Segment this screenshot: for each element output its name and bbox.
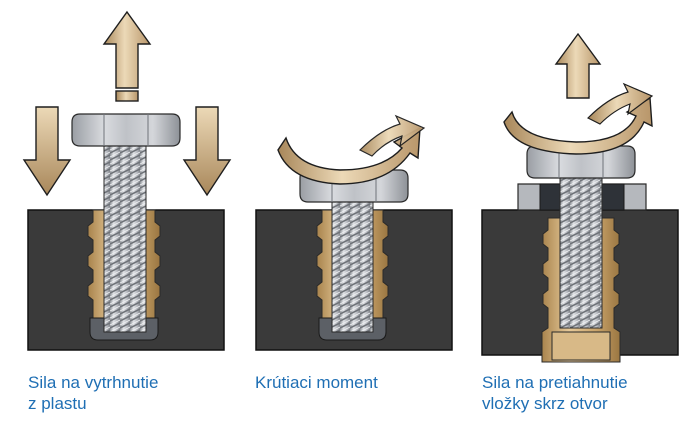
panel-pull-out <box>22 10 232 351</box>
caption-pull-through-force: Sila na pretiahnutie vložky skrz otvor <box>482 372 628 414</box>
caption-line: vložky skrz otvor <box>482 394 608 413</box>
pull-out-force-arrow-icon <box>554 32 602 99</box>
caption-line: z plastu <box>28 394 87 413</box>
push-down-arrow-icon <box>22 106 72 197</box>
caption-line: Sila na pretiahnutie <box>482 373 628 392</box>
bolt-shank <box>331 195 374 333</box>
caption-line: Krútiaci moment <box>255 373 378 392</box>
caption-line: Sila na vytrhnutie <box>28 373 159 392</box>
caption-pull-out-force: Sila na vytrhnutie z plastu <box>28 372 158 414</box>
panel-torque <box>255 114 453 351</box>
torque-arrow-icon <box>277 114 426 185</box>
pull-out-force-arrow-icon <box>102 10 152 102</box>
panel-pull-through <box>481 32 679 363</box>
hex-nut <box>526 145 636 179</box>
hex-nut <box>71 113 181 147</box>
caption-torque: Krútiaci moment <box>255 372 378 393</box>
bolt-shank <box>103 141 147 333</box>
bolt-shank <box>559 175 603 329</box>
torque-arrow-icon <box>503 82 654 155</box>
insert-bottom-bore <box>551 331 611 361</box>
push-down-arrow-icon <box>182 106 232 197</box>
